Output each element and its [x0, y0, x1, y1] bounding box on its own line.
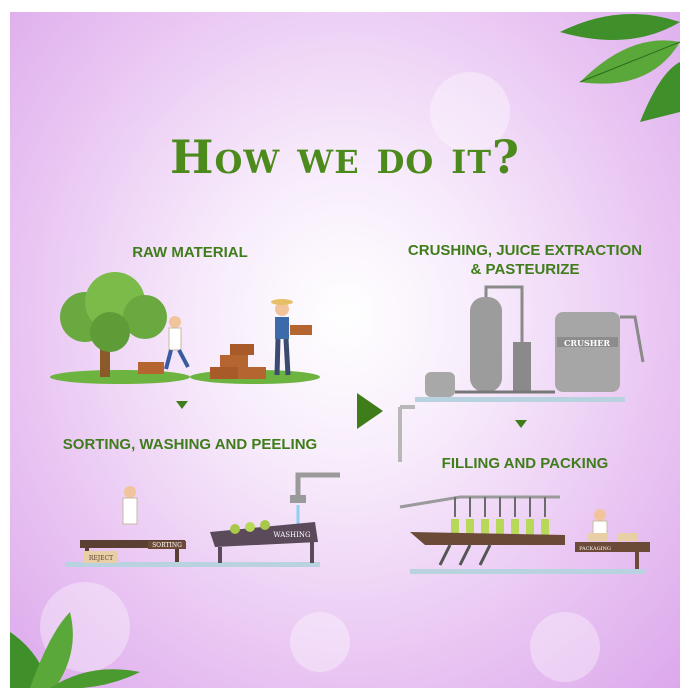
- infographic-frame: How we do it? RAW MATERIAL SORTING, WASH…: [10, 12, 680, 688]
- leaf-decoration-top-right: [560, 14, 680, 122]
- page-title: How we do it?: [169, 130, 520, 184]
- crusher-machine-label: CRUSHER: [564, 338, 610, 348]
- sorting-machine-label: SORTING: [152, 542, 182, 549]
- sorting-washing-illustration: REJECT SORTING WASHING: [65, 472, 340, 567]
- step-label-sorting: SORTING, WASHING AND PEELING: [62, 436, 318, 453]
- step-label-raw-material: RAW MATERIAL: [132, 244, 248, 261]
- arrow-down-icon: [176, 401, 188, 409]
- filling-packing-illustration: PACKAGING: [399, 495, 650, 574]
- crushing-illustration: CRUSHER: [398, 285, 645, 462]
- leaf-decoration-bottom-left: [10, 612, 140, 688]
- background-bokeh: [430, 72, 510, 152]
- step-label-filling: FILLING AND PACKING: [441, 455, 609, 472]
- arrow-down-icon: [515, 420, 527, 428]
- arrow-right-icon: [357, 393, 383, 429]
- washing-machine-label: WASHING: [273, 531, 311, 539]
- step-label-crushing-line2: & PASTEURIZE: [470, 261, 580, 278]
- packaging-table-label: PACKAGING: [579, 546, 611, 552]
- step-label-crushing-line1: CRUSHING, JUICE EXTRACTION: [407, 242, 643, 259]
- background-bokeh: [290, 612, 350, 672]
- background-bokeh: [530, 612, 600, 682]
- reject-box-label: REJECT: [89, 555, 113, 562]
- raw-material-illustration: [50, 272, 320, 384]
